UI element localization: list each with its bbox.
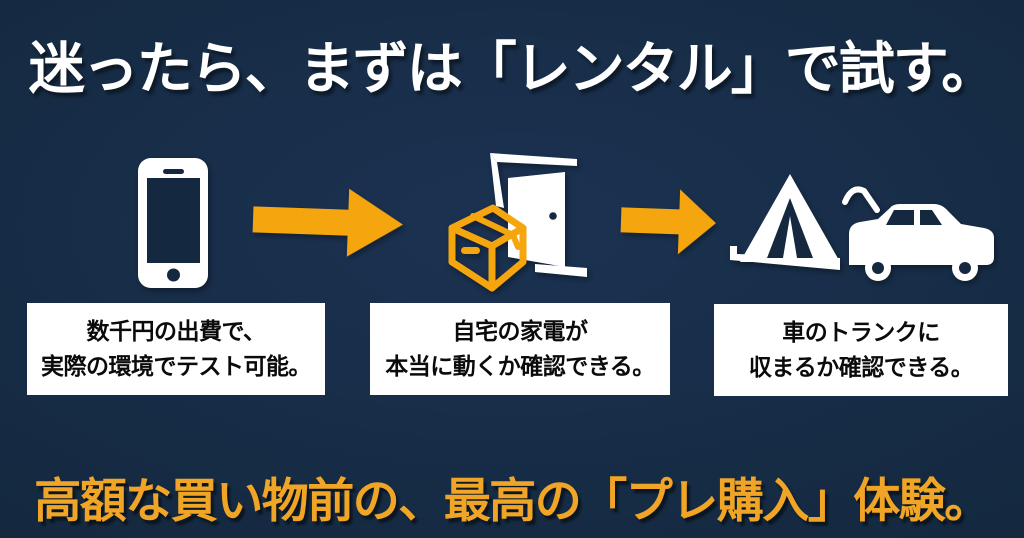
smartphone-icon <box>138 158 208 288</box>
step-card-home-check: 自宅の家電が 本当に動くか確認できる。 <box>370 303 670 395</box>
arrow-right-icon <box>620 189 716 255</box>
step-card-trunk-check: 車のトランクに 収まるか確認できる。 <box>714 304 1008 396</box>
step-card-line: 車のトランクに <box>782 319 940 345</box>
page-title: 迷ったら、まずは「レンタル」で試す。 <box>28 37 997 100</box>
step-card-line: 数千円の出費で、 <box>86 318 266 344</box>
package-at-door-icon <box>448 153 587 292</box>
step-card-line: 実際の環境でテスト可能。 <box>41 353 312 379</box>
step-card-line: 収まるか確認できる。 <box>748 354 974 380</box>
tent-and-car-icon <box>730 174 994 281</box>
step-card-line: 本当に動くか確認できる。 <box>385 353 655 379</box>
footer-tagline: 高額な買い物前の、最高の「プレ購入」体験。 <box>34 474 991 527</box>
step-card-line: 自宅の家電が <box>452 318 589 344</box>
arrow-right-icon <box>252 188 403 257</box>
step-card-rental-test: 数千円の出費で、 実際の環境でテスト可能。 <box>27 303 325 395</box>
